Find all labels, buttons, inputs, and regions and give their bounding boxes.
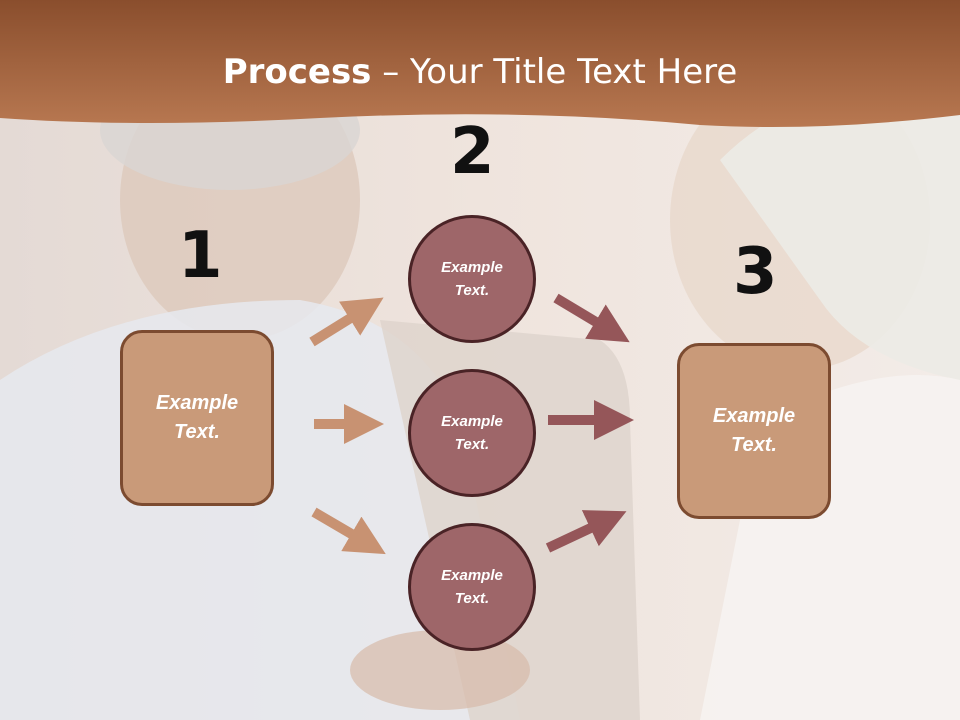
page-title: Process – Your Title Text Here [0,52,960,92]
step-number-3: 3 [733,235,778,309]
title-rest-text: – Your Title Text Here [371,52,738,92]
step2-circle-top: Example Text. [408,215,536,343]
circle-bottom-line2: Text. [454,590,490,607]
step3-box-line2: Text. [731,434,777,456]
step2-circle-bottom: Example Text. [408,523,536,651]
circle-middle-line2: Text. [454,436,490,453]
circle-top-line2: Text. [454,282,490,299]
step-number-1: 1 [178,219,223,293]
step1-box-line2: Text. [174,421,220,443]
circle-bottom-line1: Example [441,567,503,584]
circle-top-line1: Example [441,259,503,276]
step1-box: Example Text. [120,330,274,506]
step3-box-line1: Example [712,405,796,427]
step1-box-line1: Example [155,392,239,414]
title-bold-text: Process [222,52,372,92]
step2-circle-middle: Example Text. [408,369,536,497]
step3-box: Example Text. [677,343,831,519]
step-number-2: 2 [450,115,495,189]
circle-middle-line1: Example [441,413,503,430]
